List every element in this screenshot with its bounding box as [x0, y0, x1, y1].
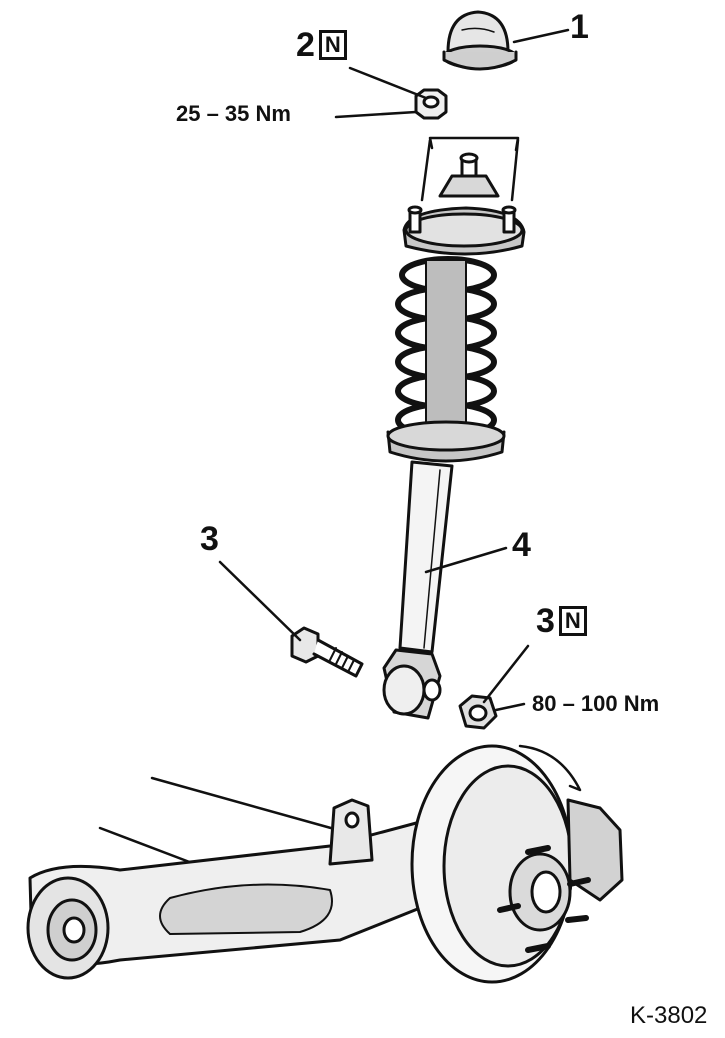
- leader-line-3-bolt: [218, 560, 302, 642]
- callout-3-new-part-badge: N: [558, 606, 587, 636]
- callout-3-bolt-number: 3: [200, 520, 219, 558]
- leader-line-torque-top: [334, 110, 418, 119]
- callout-4-number: 4: [512, 526, 531, 564]
- leader-line-1: [512, 28, 570, 44]
- callout-4: 4: [512, 528, 531, 562]
- dust-cap-part: [442, 10, 518, 71]
- callout-1-number: 1: [570, 8, 589, 46]
- torque-label-lower: 80 – 100 Nm: [532, 691, 660, 716]
- leader-line-2: [348, 66, 428, 100]
- lower-nut-part: [458, 694, 498, 730]
- callout-2-new-part-badge: N: [318, 30, 347, 60]
- figure-code: K-3802: [630, 1002, 708, 1029]
- callout-2-number: 2: [296, 26, 315, 64]
- trailing-arm-hub-assembly: [26, 744, 624, 984]
- leader-line-torque-lower: [494, 702, 526, 712]
- top-nut-part: [414, 88, 448, 120]
- leader-line-4: [424, 546, 508, 574]
- callout-1: 1: [570, 10, 589, 44]
- lower-bolt-part: [290, 626, 364, 678]
- upper-mount-bracket: [428, 136, 520, 152]
- shock-absorber-strut-part: [382, 152, 526, 720]
- callout-3-nut-number: 3: [536, 602, 555, 640]
- callout-3-bolt: 3: [200, 522, 219, 556]
- torque-label-top: 25 – 35 Nm: [176, 101, 291, 126]
- leader-line-3-nut: [482, 644, 530, 704]
